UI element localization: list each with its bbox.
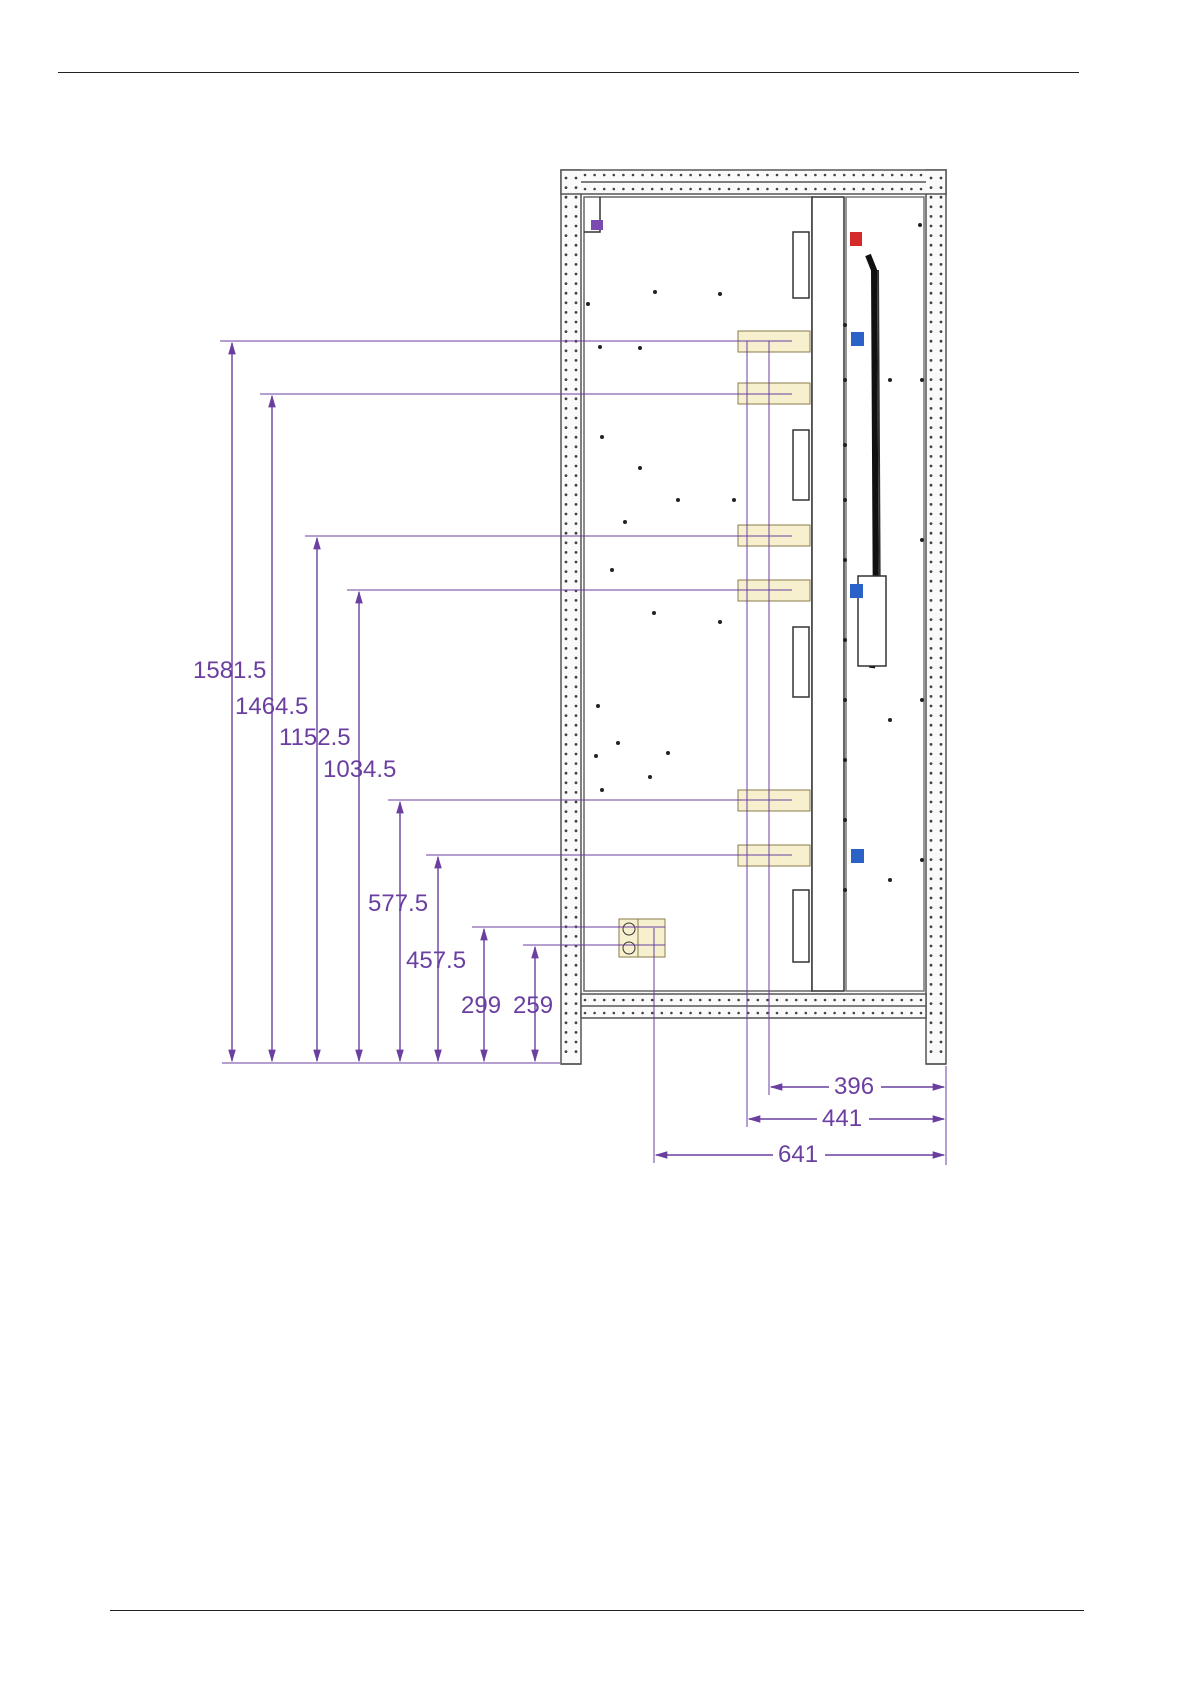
blue-terminal-low (851, 849, 864, 863)
dim-label-vertical: 299 (461, 992, 501, 1019)
clamp-top (793, 232, 809, 298)
blue-terminal-mid (850, 584, 863, 598)
clamp-low (793, 627, 809, 697)
left-post (561, 170, 581, 1064)
dim-label-vertical: 1152.5 (279, 724, 351, 751)
dim-label-horizontal: 441 (822, 1105, 862, 1132)
dim-label-vertical: 259 (513, 992, 553, 1019)
dim-label-vertical: 577.5 (368, 890, 428, 917)
dim-label-horizontal: 641 (778, 1141, 818, 1168)
dim-label-vertical: 1464.5 (235, 693, 308, 720)
dim-label-horizontal: 396 (834, 1073, 874, 1100)
purple-label (591, 220, 603, 230)
right-post (926, 170, 946, 1064)
clamp-bottom (793, 890, 809, 962)
pe-terminal-plate (619, 919, 665, 957)
vertical-bus-support (812, 197, 844, 991)
dim-label-vertical: 457.5 (406, 947, 466, 974)
dim-label-vertical: 1581.5 (193, 657, 266, 684)
red-terminal (850, 232, 862, 246)
clamp-mid (793, 430, 809, 500)
dim-label-vertical: 1034.5 (323, 756, 396, 783)
blue-terminal-top (851, 332, 864, 346)
busbar-plates (619, 331, 810, 957)
